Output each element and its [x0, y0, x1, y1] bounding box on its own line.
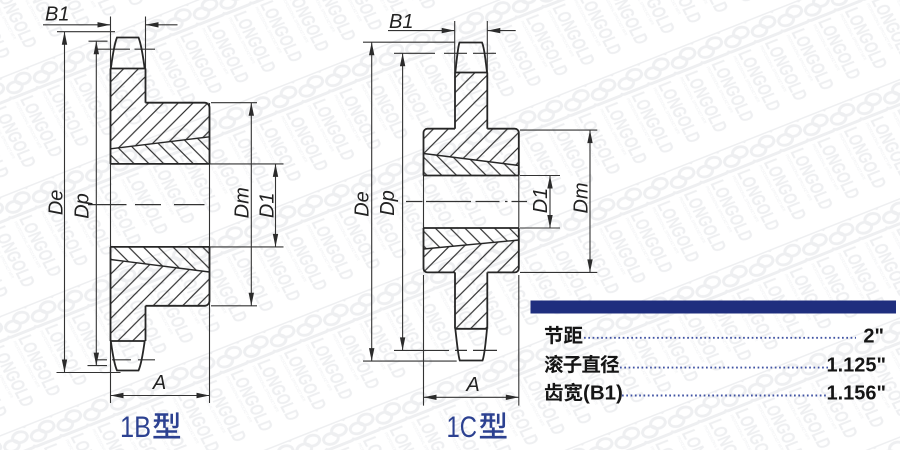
svg-text:1.156": 1.156": [826, 383, 886, 405]
svg-text:D1: D1: [256, 193, 278, 219]
svg-text:1.125": 1.125": [826, 355, 886, 377]
svg-text:1B: 1B: [120, 411, 151, 444]
svg-text:2": 2": [863, 326, 884, 348]
svg-text:Dm: Dm: [231, 187, 253, 218]
svg-text:Dm: Dm: [571, 182, 593, 213]
svg-text:D1: D1: [530, 188, 552, 214]
svg-text:Dp: Dp: [72, 193, 94, 219]
svg-text:Dp: Dp: [377, 190, 399, 216]
svg-text:B1: B1: [389, 11, 413, 33]
svg-text:De: De: [45, 190, 67, 216]
svg-text:(B1): (B1): [583, 382, 623, 405]
svg-text:A: A: [152, 372, 166, 394]
svg-text:De: De: [351, 191, 373, 217]
svg-text:B1: B1: [45, 4, 69, 26]
svg-text:1C: 1C: [447, 411, 478, 444]
svg-text:A: A: [465, 374, 479, 396]
